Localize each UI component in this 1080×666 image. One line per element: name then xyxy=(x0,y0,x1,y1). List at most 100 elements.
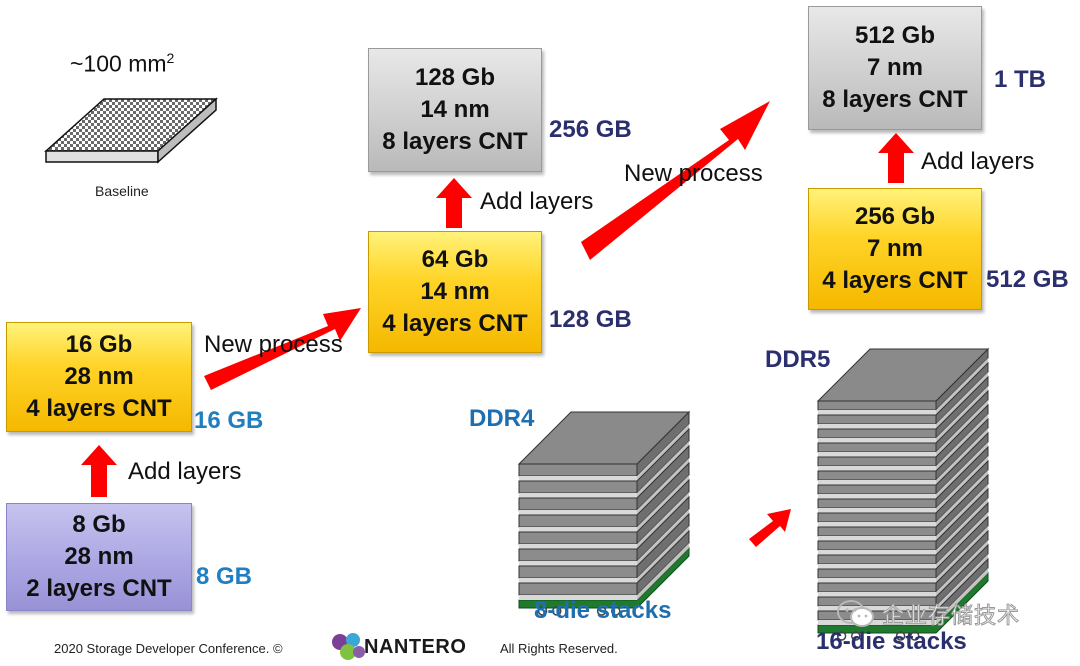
solder-ball xyxy=(537,606,548,616)
die-gap xyxy=(519,527,637,532)
ddr-upgrade-arrow-icon xyxy=(749,509,791,547)
die-gap-side xyxy=(936,358,988,415)
die-front xyxy=(518,582,638,596)
box-64gb-line2: 14 nm xyxy=(420,278,490,305)
die-gap-side xyxy=(637,492,689,549)
new-process-arrow-icon xyxy=(581,101,770,260)
footer-brand: NANTERO xyxy=(364,636,467,658)
die-top xyxy=(816,348,990,402)
die-front xyxy=(817,540,937,551)
die-front xyxy=(817,526,937,537)
die-front xyxy=(817,442,937,453)
die-front xyxy=(817,414,937,425)
solder-ball xyxy=(611,606,621,616)
solder-ball xyxy=(836,631,847,641)
die-front xyxy=(817,512,937,523)
nantero-logo-icon xyxy=(332,633,365,660)
die-gap-side xyxy=(936,372,988,429)
add-layers-arrow-icon xyxy=(436,178,472,228)
die-top xyxy=(517,411,691,465)
die-gap-side xyxy=(637,458,689,515)
die-front xyxy=(817,498,937,509)
die-gap xyxy=(519,595,637,600)
die-gap-side xyxy=(637,424,689,481)
die-gap-side xyxy=(936,484,988,541)
die-gap-side xyxy=(936,442,988,499)
die-front xyxy=(518,531,638,545)
box-128gb: 128 Gb 14 nm 8 layers CNT xyxy=(368,48,542,172)
die-gap-side xyxy=(936,498,988,555)
die-front xyxy=(817,568,937,579)
box-16gb: 16 Gb 28 nm 4 layers CNT xyxy=(6,322,192,432)
die-gap xyxy=(818,424,936,429)
die-gap-side xyxy=(637,526,689,583)
solder-ball xyxy=(910,631,920,641)
box-256gb: 256 Gb 7 nm 4 layers CNT xyxy=(808,188,982,310)
ddr4-caption: 8-die stacks xyxy=(534,597,672,624)
new-process-arrow-icon xyxy=(204,308,361,390)
baseline-area-label: ~100 mm2 xyxy=(70,50,175,77)
die-gap-side xyxy=(936,568,988,625)
die-gap-side xyxy=(936,512,988,569)
die-gap xyxy=(519,493,637,498)
die-gap-side xyxy=(637,475,689,532)
die-gap-side xyxy=(936,526,988,583)
die-gap xyxy=(818,536,936,541)
box-8gb-line3: 2 layers CNT xyxy=(26,575,172,602)
die-gap-side xyxy=(936,428,988,485)
die-gap xyxy=(519,476,637,481)
die-front xyxy=(817,400,937,411)
capacity-1tb: 1 TB xyxy=(994,66,1047,93)
die-gap xyxy=(818,522,936,527)
box-128gb-line1: 128 Gb xyxy=(414,64,496,91)
baseline-caption: Baseline xyxy=(95,183,149,199)
box-512gb-line3: 8 layers CNT xyxy=(822,86,968,113)
die-front xyxy=(518,463,638,477)
capacity-512gb: 512 GB xyxy=(986,266,1069,293)
box-64gb-line1: 64 Gb xyxy=(421,246,489,273)
box-512gb-line1: 512 Gb xyxy=(854,22,936,49)
die-gap xyxy=(818,550,936,555)
footer-rights: All Rights Reserved. xyxy=(500,641,618,656)
die-front xyxy=(817,484,937,495)
die-gap-side xyxy=(936,540,988,597)
die-front xyxy=(817,582,937,593)
die-front xyxy=(518,565,638,579)
box-128gb-line2: 14 nm xyxy=(420,96,490,123)
die-gap xyxy=(818,438,936,443)
box-256gb-line1: 256 Gb xyxy=(854,203,936,230)
ddr4-label: DDR4 xyxy=(469,405,535,432)
box-16gb-line3: 4 layers CNT xyxy=(26,395,172,422)
add-layers-label-2: Add layers xyxy=(480,188,594,215)
capacity-16gb: 16 GB xyxy=(194,407,264,434)
die-front xyxy=(817,428,937,439)
capacity-128gb: 128 GB xyxy=(549,306,632,333)
add-layers-arrow-icon xyxy=(878,133,914,183)
die-gap xyxy=(818,620,936,625)
baseline-area-superscript: 2 xyxy=(166,50,175,66)
die-front xyxy=(518,548,638,562)
box-16gb-line1: 16 Gb xyxy=(65,331,133,358)
die-gap xyxy=(818,592,936,597)
box-512gb: 512 Gb 7 nm 8 layers CNT xyxy=(808,6,982,130)
box-128gb-line3: 8 layers CNT xyxy=(382,128,528,155)
die-gap-side xyxy=(637,543,689,600)
footer-copyright: 2020 Storage Developer Conference. © xyxy=(54,641,283,656)
capacity-8gb: 8 GB xyxy=(196,563,253,590)
die-front xyxy=(817,470,937,481)
die-gap-side xyxy=(936,456,988,513)
die-gap xyxy=(818,466,936,471)
solder-ball xyxy=(596,606,607,616)
die-front xyxy=(518,514,638,528)
die-gap-side xyxy=(936,400,988,457)
box-64gb: 64 Gb 14 nm 4 layers CNT xyxy=(368,231,542,353)
box-8gb: 8 Gb 28 nm 2 layers CNT xyxy=(6,503,192,611)
box-512gb-line2: 7 nm xyxy=(866,54,923,81)
die-front xyxy=(518,497,638,511)
die-gap xyxy=(818,452,936,457)
capacity-256gb: 256 GB xyxy=(549,116,632,143)
die-gap xyxy=(818,578,936,583)
die-front xyxy=(817,456,937,467)
die-gap xyxy=(818,480,936,485)
die-front xyxy=(518,480,638,494)
